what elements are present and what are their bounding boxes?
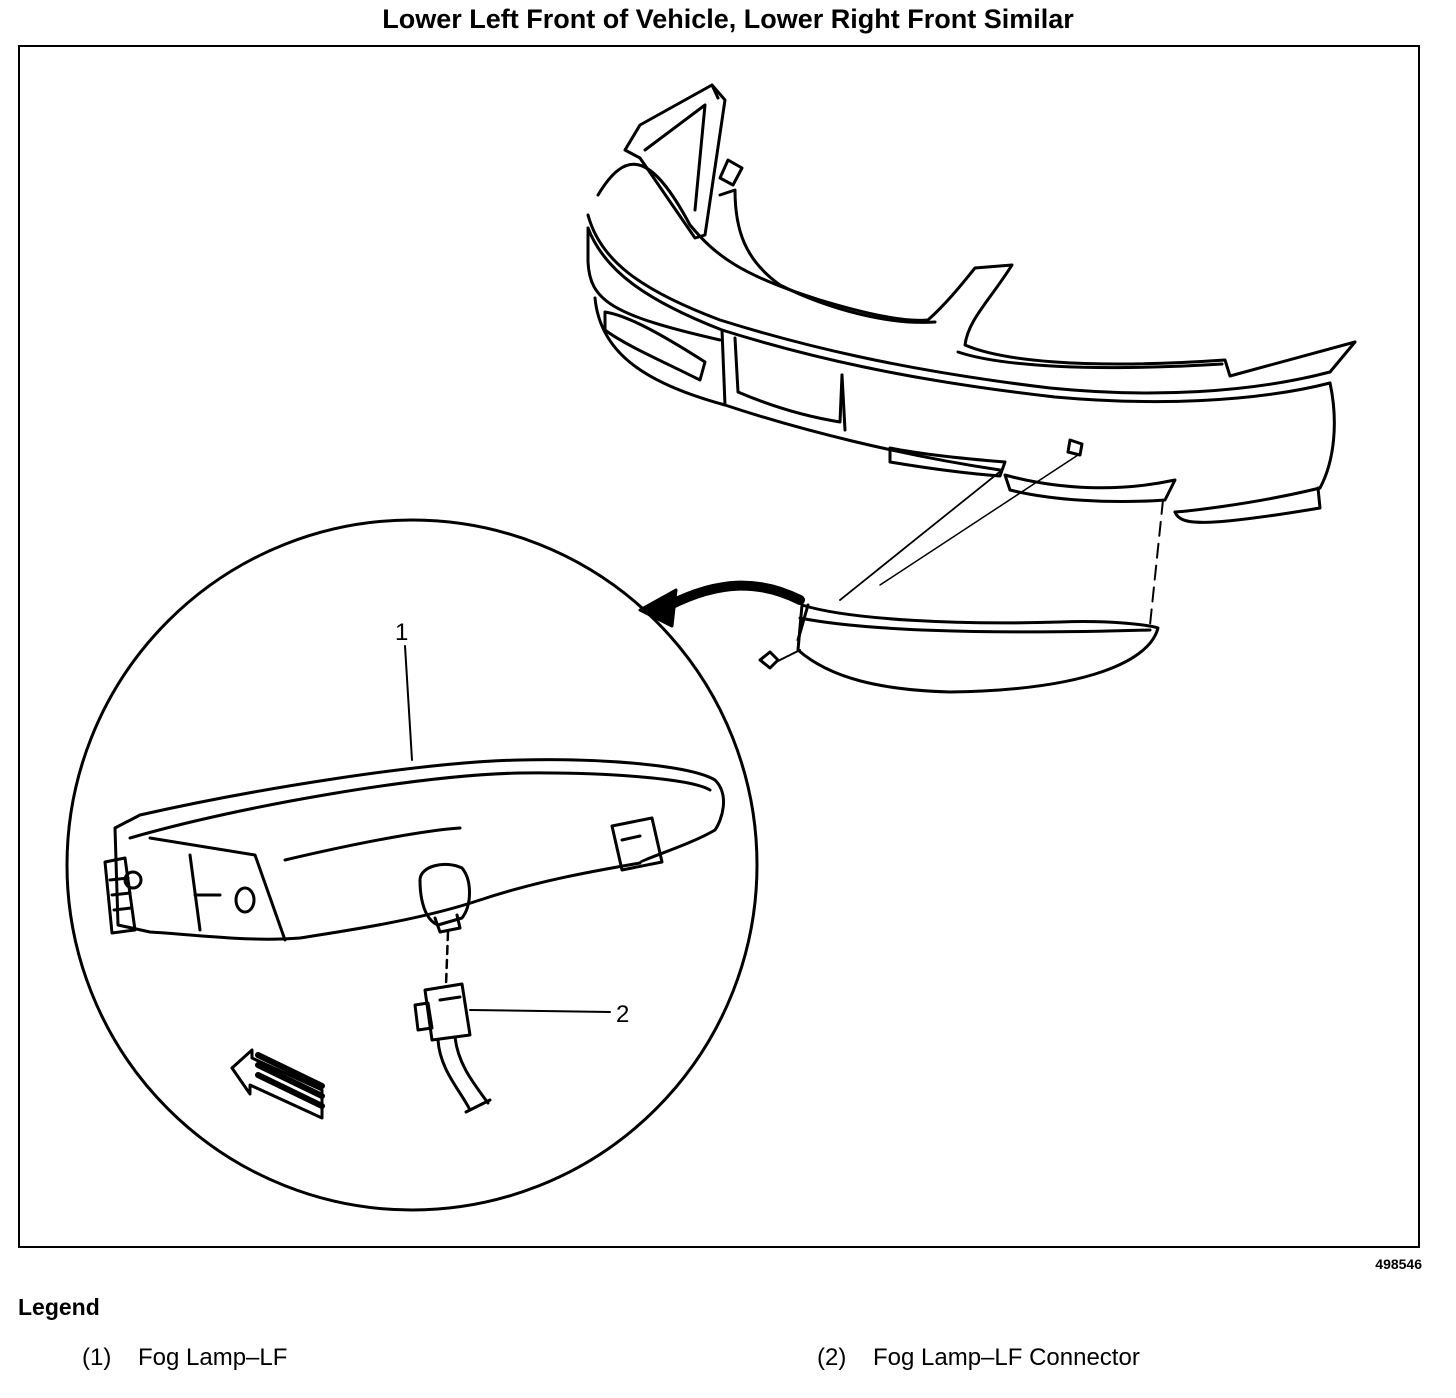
legend-item-2: (2) Fog Lamp–LF Connector: [817, 1344, 1140, 1372]
zoom-arrow: [638, 580, 805, 628]
legend-heading: Legend: [18, 1294, 100, 1320]
figure-frame: [18, 45, 1420, 1248]
legend-item-1: (1) Fog Lamp–LF: [82, 1344, 287, 1372]
legend-item-number: (1): [82, 1344, 112, 1371]
callout-1: 1: [395, 619, 408, 646]
fog-lamp-housing: [103, 758, 725, 942]
figure-id: 498546: [1375, 1256, 1422, 1272]
front-bumper-fascia: [586, 83, 1357, 626]
detail-circle: [65, 518, 759, 1212]
front-direction-arrow: [230, 1048, 325, 1120]
lower-valance-panel: [758, 603, 1160, 694]
callout-2: 2: [616, 1001, 629, 1028]
diagram-title: Lower Left Front of Vehicle, Lower Right…: [382, 4, 1074, 34]
legend-item-text: Fog Lamp–LF Connector: [873, 1344, 1140, 1371]
legend-item-number: (2): [817, 1344, 847, 1371]
legend-item-text: Fog Lamp–LF: [138, 1344, 288, 1371]
fog-lamp-connector: [413, 982, 492, 1114]
